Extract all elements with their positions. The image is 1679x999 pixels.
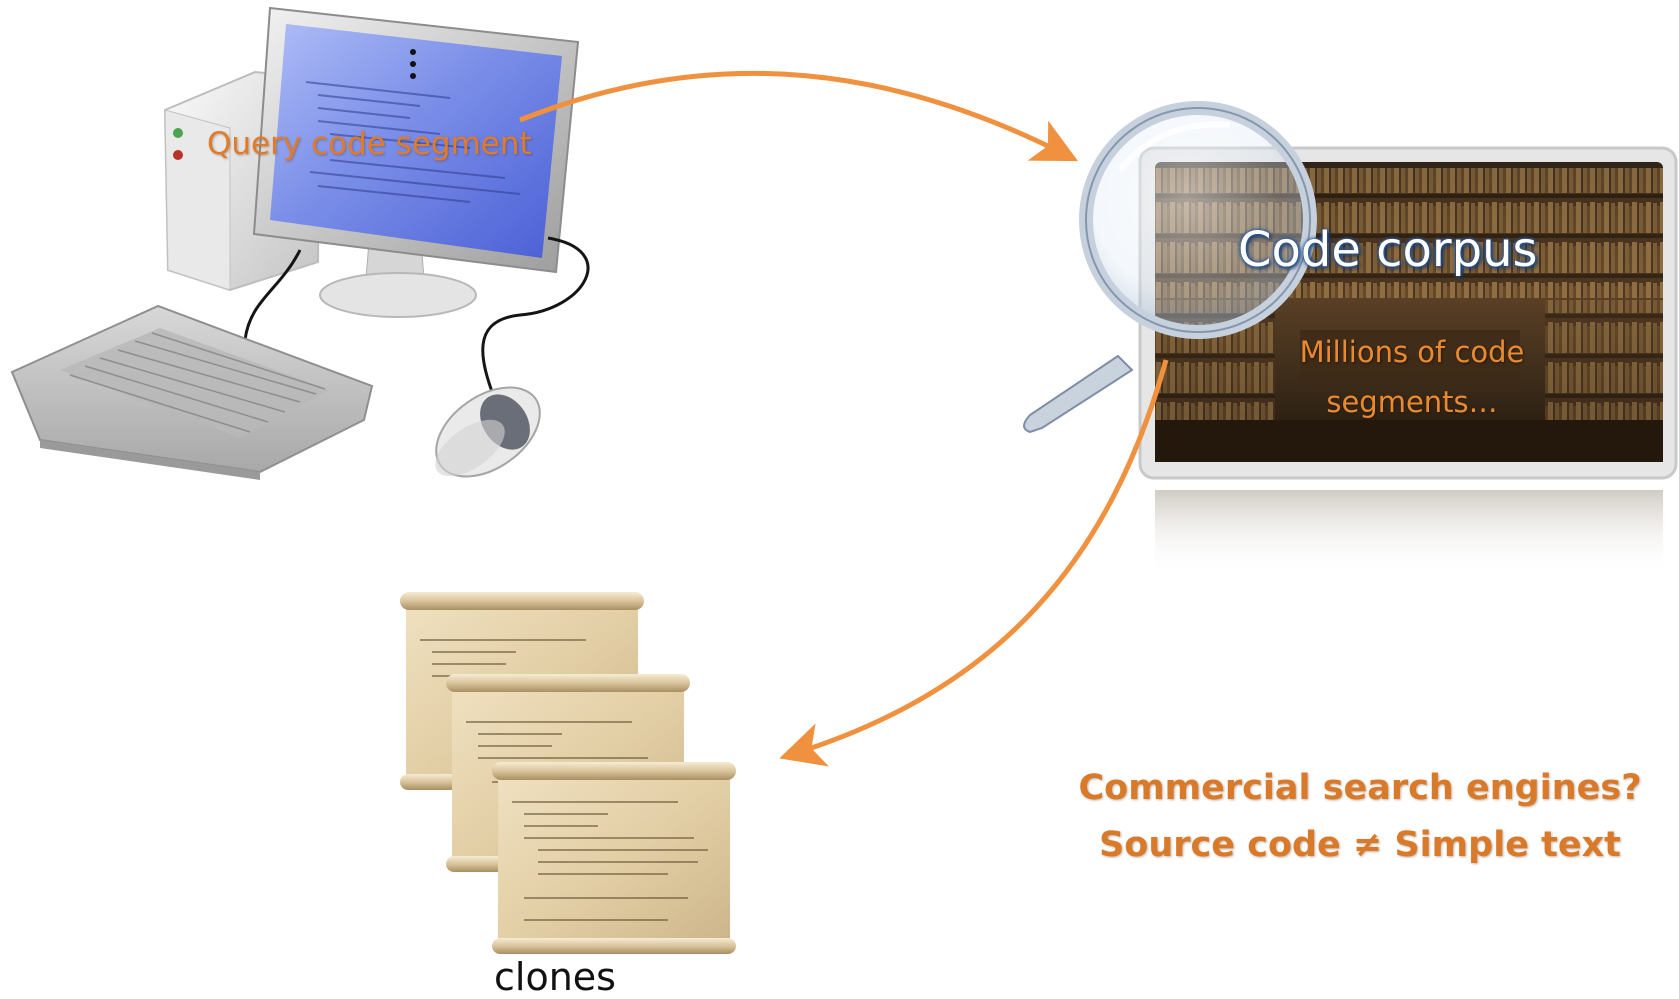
clone-scrolls <box>400 592 736 954</box>
scroll-icon <box>492 762 736 954</box>
arrow-query-to-corpus <box>519 70 1079 162</box>
query-code-segment-label: Query code segment <box>207 126 532 162</box>
corpus-reflection <box>1155 490 1663 575</box>
code-corpus-subtitle: Millions of code segments… <box>1299 335 1525 419</box>
mouse-icon <box>435 386 541 478</box>
keyboard-cable <box>243 249 302 341</box>
note-line-1: Commercial search engines? <box>1078 768 1642 808</box>
commercial-search-note: Commercial search engines? Source code ≠… <box>1070 760 1650 874</box>
clones-label: clones <box>494 955 616 999</box>
code-corpus-title: Code corpus <box>1238 222 1538 278</box>
power-led-green <box>173 128 183 138</box>
monitor-screen <box>270 24 562 258</box>
note-line-2: Source code ≠ Simple text <box>1099 825 1621 865</box>
magnifier-icon <box>1023 101 1317 434</box>
arrow-corpus-to-clones <box>779 359 1169 767</box>
computer-icon <box>10 6 590 480</box>
mouse-cable <box>481 236 590 401</box>
power-led-red <box>173 150 183 160</box>
keyboard-icon <box>10 304 374 480</box>
code-corpus-panel <box>1023 101 1678 575</box>
